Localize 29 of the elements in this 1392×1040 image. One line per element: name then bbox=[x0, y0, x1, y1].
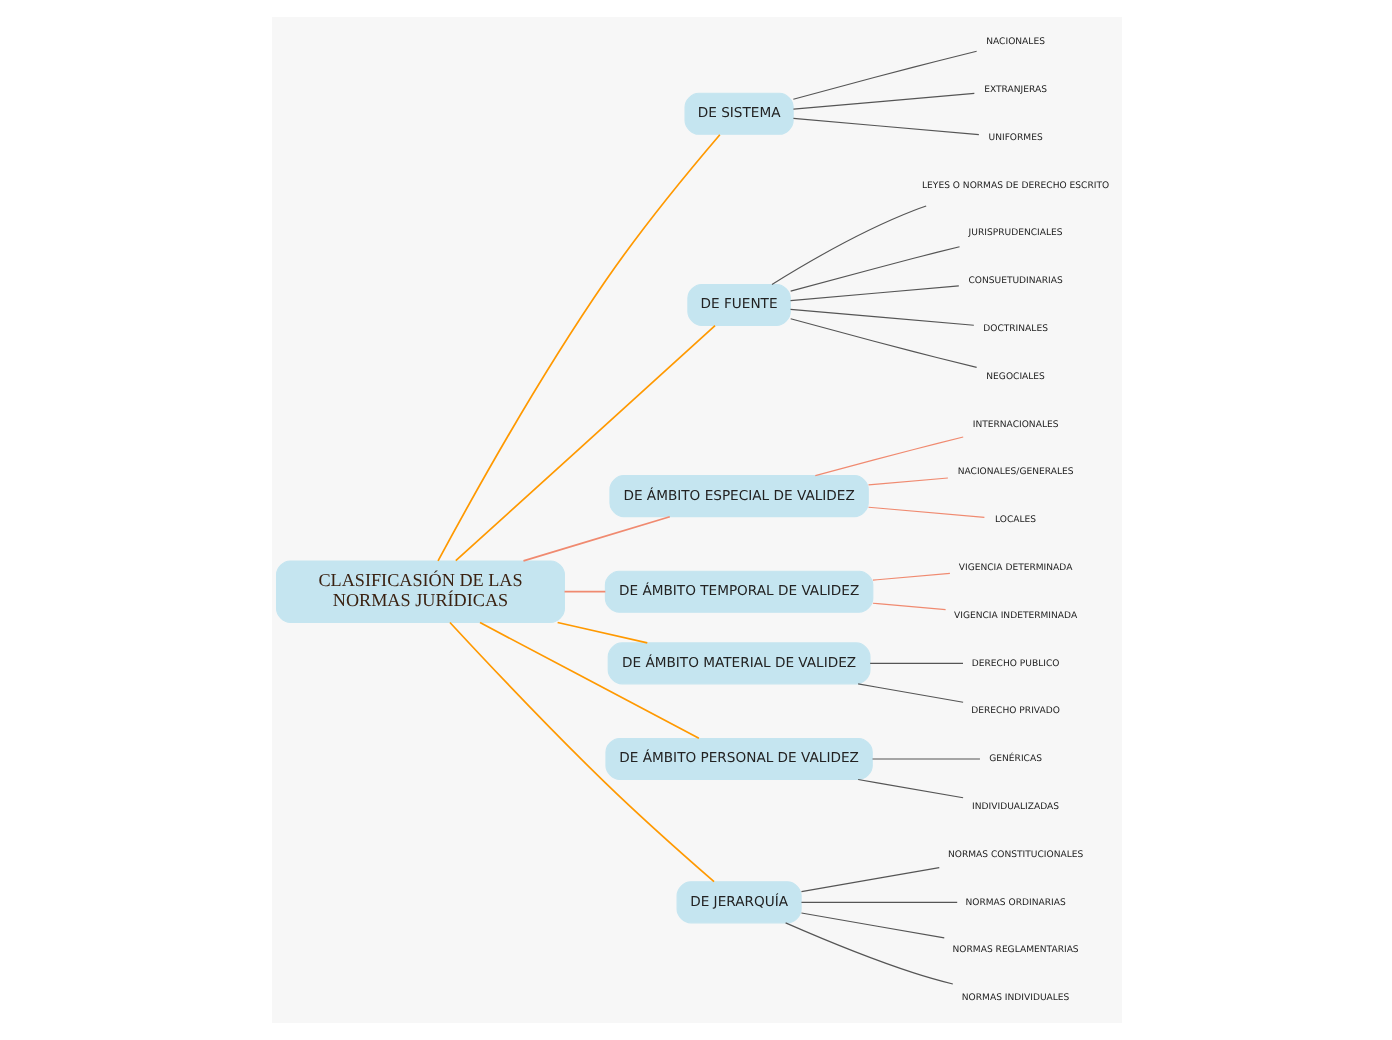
connector bbox=[868, 662, 963, 664]
connector bbox=[871, 602, 946, 611]
connector bbox=[866, 506, 984, 518]
connector bbox=[799, 867, 939, 893]
connector bbox=[866, 477, 948, 486]
connector bbox=[436, 133, 720, 562]
connector bbox=[784, 922, 953, 985]
connector bbox=[770, 205, 926, 285]
connector bbox=[799, 901, 957, 903]
connector bbox=[789, 318, 977, 368]
connector bbox=[788, 285, 959, 302]
connector bbox=[871, 572, 950, 581]
connector bbox=[856, 778, 963, 799]
connector bbox=[791, 92, 974, 110]
node-box: CLASIFICASIÓN DE LAS NORMAS JURÍDICAS bbox=[275, 560, 564, 623]
connector bbox=[521, 515, 670, 562]
connector bbox=[813, 436, 963, 477]
connector bbox=[799, 912, 944, 939]
connector bbox=[870, 758, 980, 760]
connector bbox=[791, 117, 979, 136]
connector bbox=[478, 621, 699, 740]
connector bbox=[791, 50, 977, 100]
connector bbox=[789, 246, 960, 292]
connector bbox=[555, 621, 648, 644]
connector bbox=[856, 683, 963, 703]
connector bbox=[453, 324, 715, 562]
connector bbox=[448, 621, 714, 883]
connector bbox=[788, 308, 974, 326]
connector bbox=[562, 590, 606, 593]
